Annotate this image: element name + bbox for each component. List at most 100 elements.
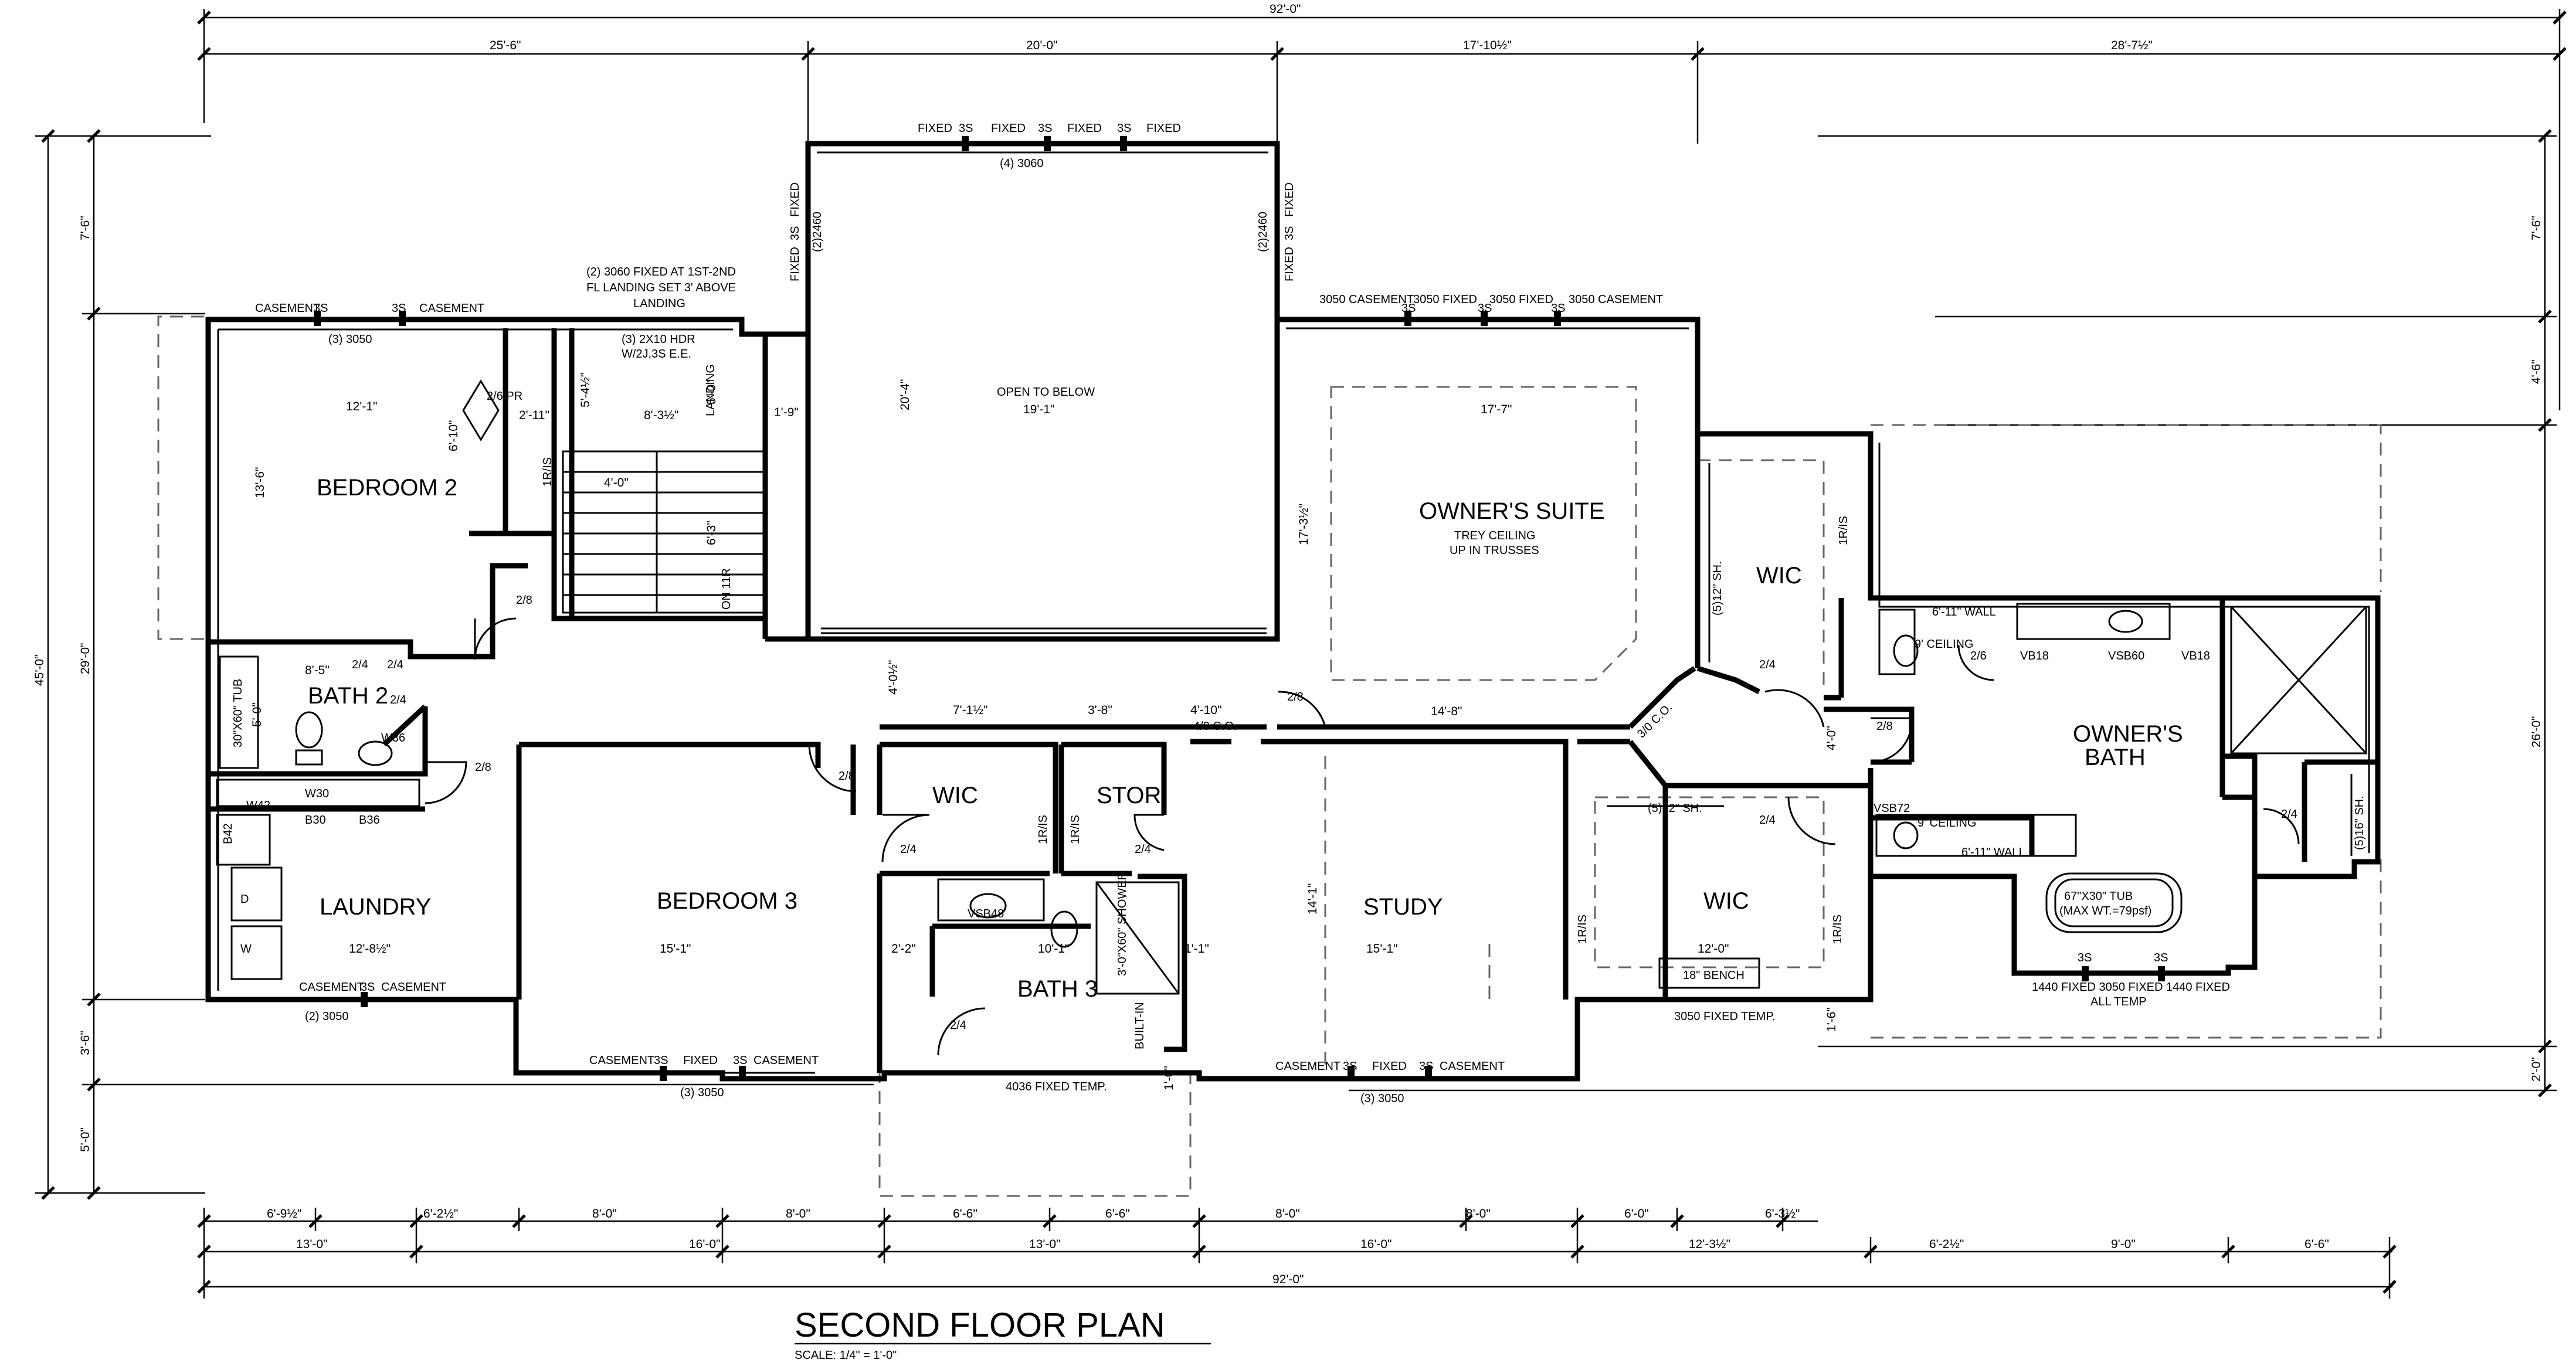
header-note-2: W/2J,3S E.E. (622, 348, 691, 361)
room-owners-suite: OWNER'S SUITE (1419, 498, 1605, 524)
window-label: FIXED (1283, 247, 1296, 281)
door-label: 2/4 (1759, 814, 1776, 827)
owner-bath-windows-1: 1440 FIXED 3050 FIXED 1440 FIXED (2032, 981, 2230, 994)
dimension-interior: 2'-2" (891, 942, 916, 956)
dimension-interior: 4'-0" (604, 476, 629, 490)
dimension-bottom: 6'-6" (2305, 1238, 2329, 1251)
dimension-bottom: 6'-6" (1105, 1207, 1130, 1221)
dimension-top: 17'-10½" (1463, 39, 1512, 52)
room-bedroom-2: BEDROOM 2 (317, 475, 457, 501)
window-label: CASEMENT (381, 981, 446, 994)
dimension-text: 92'-0" 25'-6" 20'-0" 17'-10½" 28'-7½" 45… (33, 2, 2543, 1286)
shelf-note-1: (5)12" SH. (1711, 561, 1724, 616)
window-label: CASEMENT (589, 1054, 654, 1067)
dimension-left: 7'-6" (79, 216, 92, 240)
fixture-label: B42 (222, 823, 235, 844)
dimension-top: 25'-6" (490, 39, 521, 52)
room-wic-1: WIC (932, 783, 978, 808)
dimension-bottom: 13'-0" (1029, 1238, 1061, 1251)
roof-overhang-dashed (157, 315, 2382, 1197)
window-labels: FIXED 3S FIXED 3S FIXED 3S FIXED (4) 306… (255, 122, 2168, 1105)
door-label: 2/8 (475, 761, 491, 774)
dimension-bottom: 12'-3½" (1689, 1238, 1730, 1251)
owners-suite-note-2: UP IN TRUSSES (1450, 544, 1539, 557)
dimension-left-outer: 45'-0" (33, 655, 46, 686)
window-label: FIXED (1146, 122, 1181, 135)
detail-lines (216, 379, 2367, 995)
room-owners-bath-2: BATH (2085, 745, 2146, 770)
dimension-bottom: 6'-3½" (1765, 1207, 1800, 1221)
door-label: 2/4 (900, 843, 917, 856)
room-bath-2: BATH 2 (308, 683, 388, 709)
window-label: FIXED (1067, 122, 1102, 135)
stair-window-note-3: LANDING (633, 297, 685, 310)
door-swings (425, 617, 2300, 1056)
dimension-right: 2'-0" (2530, 1057, 2543, 1082)
window-label: FIXED (1283, 182, 1296, 217)
dimension-interior: 12'-0" (1698, 942, 1729, 956)
room-wic-2: WIC (1756, 563, 1802, 589)
window-label: 3S (959, 122, 973, 135)
dimension-bottom: 6'-2½" (1929, 1238, 1964, 1251)
window-label: FIXED (683, 1054, 718, 1067)
window-label: 3050 CASEMENT (1319, 293, 1414, 306)
stair-label: 1R/IS (1831, 915, 1844, 944)
window-note: (3) 3050 (328, 333, 372, 346)
window-label: 3S (1401, 302, 1416, 315)
room-laundry: LAUNDRY (320, 894, 431, 920)
dimension-interior: 6'-10" (447, 420, 460, 452)
stair-window-note-2: FL LANDING SET 3' ABOVE (586, 281, 736, 294)
fixture-label: VSB60 (2108, 650, 2144, 662)
dimension-right: 4'-6" (2530, 359, 2543, 384)
plan-title: SECOND FLOOR PLAN (795, 1306, 1165, 1344)
dimension-interior: 12'-8½" (349, 942, 391, 956)
dimension-right: 7'-6" (2530, 216, 2543, 240)
window-label: 3S (1343, 1060, 1357, 1073)
ceiling-note-2: 9' CEILING (1917, 817, 1977, 830)
room-study: STUDY (1363, 894, 1443, 920)
window-note: (3) 3050 (680, 1086, 724, 1099)
exterior-walls (205, 141, 2381, 1082)
door-label: 2/8 (1876, 720, 1893, 733)
dimension-overall-top: 92'-0" (1270, 2, 1301, 16)
dimension-interior: 8'-3½" (644, 409, 678, 422)
stair-label: 1R/IS (1037, 815, 1050, 844)
header-note-1: (3) 2X10 HDR (622, 333, 695, 346)
dimension-interior: 1'-1" (1185, 942, 1209, 956)
fixture-label: W30 (305, 787, 329, 800)
dimension-interior: 3'-8" (1088, 703, 1112, 717)
dimension-bottom: 6'-6" (953, 1207, 978, 1221)
wic3-fixed-note: 3050 FIXED TEMP. (1674, 1010, 1776, 1023)
door-label: 2/8 (1287, 691, 1304, 703)
window-label: 3S (361, 981, 375, 994)
window-label: FIXED (789, 182, 802, 217)
dimension-interior: 2'-11" (519, 409, 549, 422)
interior-walls (208, 144, 2378, 1073)
window-note: (4) 3060 (1000, 157, 1044, 170)
room-bedroom-3: BEDROOM 3 (657, 888, 797, 914)
window-label: FIXED (1372, 1060, 1407, 1073)
window-label: 3050 FIXED (1489, 293, 1553, 306)
fixture-label: 30"X60" TUB (232, 679, 245, 747)
door-label: 2/8 (839, 770, 855, 783)
dimension-bottom: 8'-0" (1275, 1207, 1300, 1221)
dimension-interior: 1'-9" (774, 406, 799, 419)
stair-label: ON 11R (720, 568, 733, 610)
fixture-label: VSB72 (1874, 802, 1910, 815)
dimension-interior: 20'-4" (898, 379, 912, 411)
window-label: 3S (789, 226, 802, 240)
door-label: 2/4 (387, 658, 403, 671)
fixture-label: 2/6 PR (487, 390, 522, 403)
room-bath-3: BATH 3 (1017, 976, 1098, 1002)
stair-label: 1R/IS (541, 457, 554, 487)
window-note: (2)2460 (1257, 212, 1270, 252)
fixture-label: B30 (305, 814, 326, 827)
open-to-below: OPEN TO BELOW (997, 386, 1095, 399)
window-note: (2)2460 (811, 212, 824, 252)
dimension-interior: 14'-1" (1306, 883, 1319, 915)
dimension-interior: 6'-3" (705, 521, 718, 545)
dimension-interior: 5'-0" (705, 380, 718, 405)
window-label: 3S (1283, 226, 1296, 240)
fixture-label: W (240, 943, 252, 956)
